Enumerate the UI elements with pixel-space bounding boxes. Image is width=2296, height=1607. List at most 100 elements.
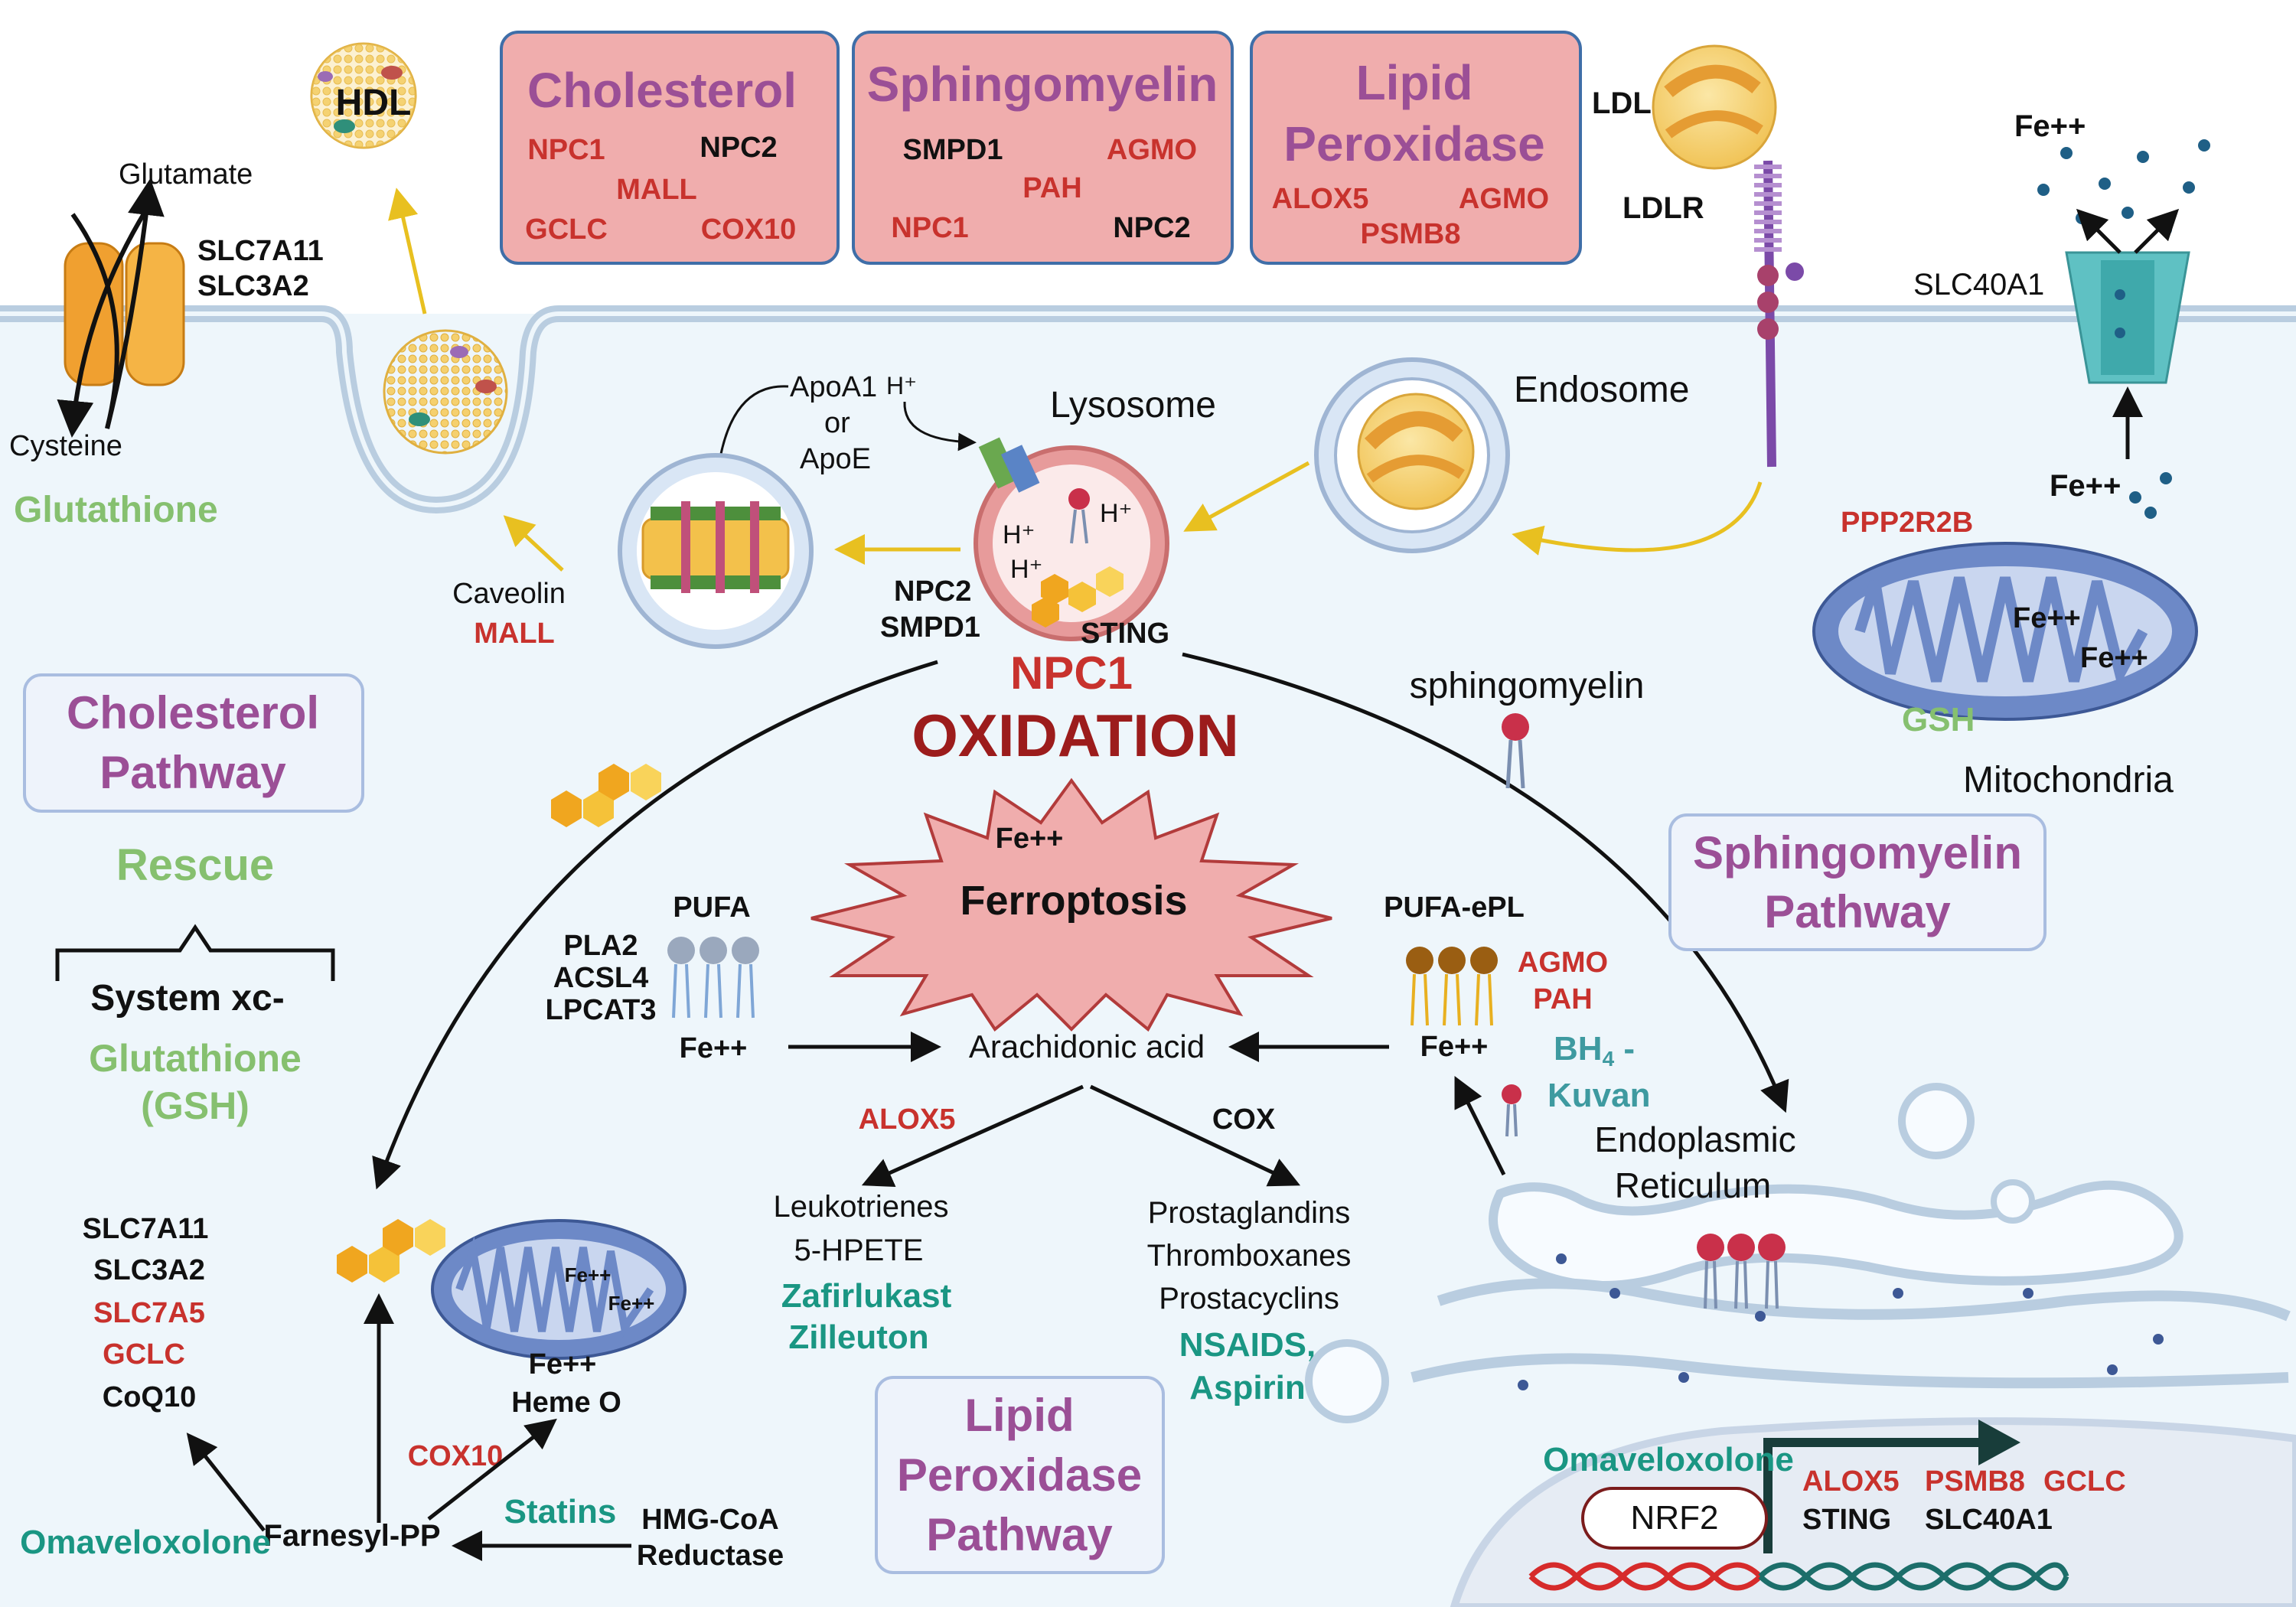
ferroptosis-star: [810, 777, 1332, 1032]
cholesterol-box-title: Cholesterol: [527, 63, 797, 118]
iron-particles-in: [2129, 472, 2172, 519]
statins-label: Statins: [504, 1493, 617, 1530]
omaveloxolone-nucleus: Omaveloxolone: [1543, 1441, 1794, 1478]
arachidonic-to-prosta-arrow: [1089, 1084, 1301, 1187]
slc7a11-top: SLC7A11: [197, 235, 324, 267]
sphingomyelin-box: Sphingomyelin SMPD1 AGMO PAH NPC1 NPC2: [852, 31, 1234, 265]
gclc-bottom: GCLC: [103, 1338, 185, 1371]
cox-arrow-label: COX: [1212, 1103, 1276, 1136]
ppp2r2b-label: PPP2R2B: [1841, 507, 1973, 539]
glutamate-label: Glutamate: [119, 158, 253, 191]
ldl-to-endosome-arrow: [1512, 481, 1763, 556]
slc3a2-bottom: SLC3A2: [93, 1254, 205, 1286]
gene-smpd1: SMPD1: [903, 134, 1003, 166]
mitochondrion-bottom: [431, 1219, 687, 1360]
slc3a2-top: SLC3A2: [197, 270, 309, 302]
cholesterol-pathway-2: Pathway: [99, 747, 286, 798]
hdl-exit-arrow: [388, 187, 427, 315]
gene-npc1-b: NPC1: [891, 212, 968, 244]
sphingomyelin-small: [1502, 1084, 1521, 1137]
caveolin-arrow: [503, 515, 564, 572]
cholesterol-hexagons-center: [551, 764, 661, 827]
lipid-peroxidase-box-title-1: Lipid: [1356, 55, 1473, 110]
mitochondria-label: Mitochondria: [1963, 760, 2174, 800]
npc1-center: NPC1: [1010, 647, 1133, 699]
gsh-mito-label: GSH: [1902, 701, 1975, 738]
gene-npc1: NPC1: [527, 134, 605, 166]
cholesterol-pathway-1: Cholesterol: [67, 687, 319, 738]
lipid-pathway-3: Pathway: [926, 1509, 1113, 1560]
ldlr-label: LDLR: [1623, 191, 1704, 225]
endosome-to-lysosome-arrow: [1183, 461, 1310, 532]
mito-fe-2: Fe++: [2080, 642, 2148, 674]
system-xc-label: System xc-: [90, 978, 284, 1019]
sphingomyelin-pathway-1: Sphingomyelin: [1693, 827, 2022, 878]
lipid-pathway-2: Peroxidase: [897, 1449, 1142, 1501]
pufa-epl-label: PUFA-ePL: [1384, 892, 1525, 924]
lipid-pathway-1: Lipid: [964, 1390, 1074, 1441]
ldlr-receptor: [1754, 160, 1804, 468]
hdl-label: HDL: [336, 83, 412, 123]
sphingomyelin-center: sphingomyelin: [1410, 666, 1645, 706]
thromboxanes-label: Thromboxanes: [1147, 1239, 1352, 1273]
zafirlukast-label: Zafirlukast: [781, 1277, 952, 1315]
slc40a1-nucleus: SLC40A1: [1925, 1504, 2053, 1536]
psmb8-nucleus: PSMB8: [1925, 1465, 2025, 1498]
omaveloxolone-bottom: Omaveloxolone: [20, 1524, 271, 1561]
zilleuton-label: Zilleuton: [788, 1319, 928, 1356]
pufa-label: PUFA: [673, 892, 750, 924]
h-label-1: H⁺: [1003, 520, 1035, 549]
arc-to-bottom-left: [372, 660, 938, 1190]
h-top-label: H⁺: [886, 372, 917, 399]
kuvan-label: Kuvan: [1548, 1077, 1650, 1114]
hpete-label: 5-HPETE: [794, 1234, 924, 1267]
endosome: [1314, 357, 1510, 553]
nucleus: [1450, 1417, 2296, 1607]
rescue-label: Rescue: [116, 840, 274, 890]
h-label-2: H⁺: [1100, 499, 1133, 528]
lysosome-label: Lysosome: [1050, 385, 1216, 425]
cysteine-label: Cysteine: [9, 430, 122, 462]
er-label-2: Reticulum: [1615, 1165, 1772, 1205]
cholesterol-hexagons-bottom: [337, 1219, 445, 1283]
nascent-hdl-vesicle: [618, 453, 814, 649]
apoe-label: ApoE: [800, 443, 871, 475]
arc-to-er: [1182, 652, 1789, 1113]
slc7a5-bottom: SLC7A5: [93, 1297, 205, 1329]
prostaglandins-label: Prostaglandins: [1148, 1196, 1351, 1230]
lipid-pathway-box: Lipid Peroxidase Pathway: [875, 1376, 1165, 1574]
leukotrienes-label: Leukotrienes: [773, 1190, 948, 1224]
alox5-arrow-label: ALOX5: [859, 1103, 956, 1136]
caveolin-label: Caveolin: [452, 578, 566, 610]
gene-psmb8: PSMB8: [1361, 218, 1461, 250]
fe-top-label: Fe++: [2014, 109, 2086, 143]
pufa-lipids: [667, 937, 759, 1019]
gclc-nucleus: GCLC: [2043, 1465, 2126, 1498]
nrf2-label: NRF2: [1631, 1499, 1719, 1537]
hdl-particle: [310, 42, 417, 149]
pla2-label: PLA2: [563, 930, 638, 962]
gene-agmo-b: AGMO: [1459, 183, 1549, 215]
fe-pufa-right: Fe++: [1420, 1031, 1489, 1063]
cholesterol-box: Cholesterol NPC1 NPC2 MALL GCLC COX10: [500, 31, 840, 265]
h-arrow: [903, 401, 977, 451]
gene-cox10: COX10: [701, 214, 797, 246]
smpd1-lyso: SMPD1: [880, 611, 980, 644]
gene-npc2: NPC2: [700, 132, 777, 164]
mito-fe-b2: Fe++: [608, 1292, 655, 1315]
sphingomyelin-pathway-box: Sphingomyelin Pathway: [1668, 813, 2047, 951]
alox5-nucleus: ALOX5: [1802, 1465, 1900, 1498]
heme-o-label: Heme O: [511, 1387, 621, 1419]
slc40a1-label: SLC40A1: [1913, 268, 2044, 302]
gene-gclc: GCLC: [525, 214, 608, 246]
caveola-particle: [383, 329, 508, 455]
fe-center: Fe++: [996, 823, 1064, 855]
dna-helix: [1528, 1562, 2069, 1591]
nrf2-box: [1581, 1487, 1768, 1550]
npc2-lyso: NPC2: [894, 575, 971, 608]
glutathione-label: Glutathione: [14, 490, 218, 530]
slc7a11-bottom: SLC7A11: [83, 1213, 209, 1245]
mito-fe-b1: Fe++: [565, 1263, 612, 1286]
nrf2-arrow-head: [1978, 1420, 2020, 1465]
